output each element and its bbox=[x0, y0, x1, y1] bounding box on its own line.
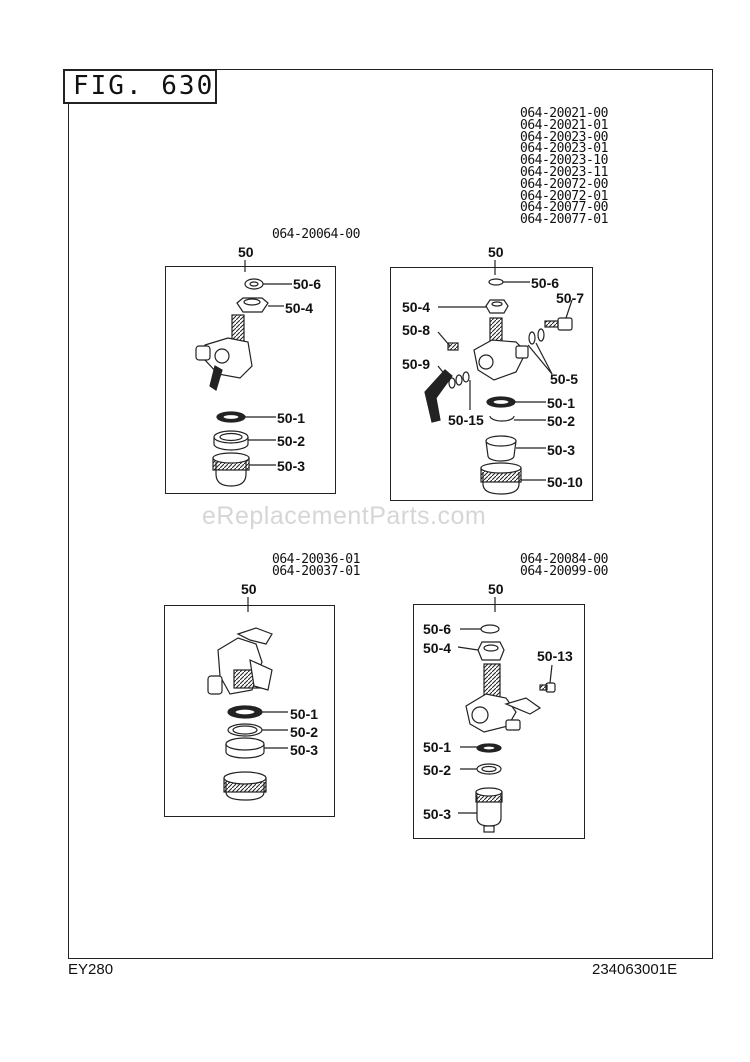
fuel-cock-body bbox=[465, 663, 542, 733]
callout-label: 50-1 bbox=[547, 395, 576, 411]
o-ring-part bbox=[480, 624, 500, 634]
washer-part bbox=[216, 411, 246, 423]
callout-label: 50-7 bbox=[556, 290, 585, 306]
cup-part bbox=[480, 462, 522, 495]
seal-part bbox=[485, 435, 517, 462]
nut-part bbox=[236, 297, 269, 313]
callout-label: 50-1 bbox=[290, 706, 319, 722]
callout-label: 50-2 bbox=[423, 762, 452, 778]
callout-label: 50-6 bbox=[423, 621, 452, 637]
callout-label: 50-4 bbox=[423, 640, 452, 656]
leader-line bbox=[527, 344, 553, 375]
clip-part bbox=[489, 415, 515, 422]
part-number: 064-20023-11 bbox=[520, 164, 608, 180]
seal-part bbox=[227, 723, 263, 737]
callout-label: 50-6 bbox=[531, 275, 560, 291]
washer-pair bbox=[528, 328, 545, 345]
assembly-ref: 50 bbox=[238, 244, 254, 260]
leader-line bbox=[457, 646, 479, 651]
seal-part bbox=[213, 430, 249, 451]
part-number: 064-20077-00 bbox=[520, 200, 608, 216]
callout-label: 50-1 bbox=[277, 410, 306, 426]
watermark: eReplacementParts.com bbox=[202, 502, 487, 530]
callout-label: 50-4 bbox=[285, 300, 314, 316]
callout-label: 50-6 bbox=[293, 276, 322, 292]
washer-part bbox=[476, 743, 502, 753]
callout-label: 50-3 bbox=[547, 442, 576, 458]
drawing-frame bbox=[68, 69, 713, 959]
washer-part bbox=[486, 396, 516, 408]
part-number-list: 064-20084-00 064-20099-00 bbox=[520, 552, 608, 579]
fuel-cock-body bbox=[195, 314, 253, 391]
part-number: 064-20077-01 bbox=[520, 212, 608, 228]
cup-part bbox=[223, 771, 267, 801]
part-number: 064-20084-00 bbox=[520, 552, 608, 567]
nut-part bbox=[485, 299, 509, 314]
seal-part bbox=[476, 763, 502, 775]
callout-label: 50-13 bbox=[537, 648, 573, 664]
part-number: 064-20072-00 bbox=[520, 176, 608, 192]
fuel-cock-body bbox=[473, 317, 529, 381]
fuel-cock-body bbox=[207, 627, 273, 695]
model-number: EY280 bbox=[68, 961, 114, 978]
part-number: 064-20023-10 bbox=[520, 153, 608, 169]
screw-part bbox=[447, 342, 459, 351]
callout-label: 50-4 bbox=[402, 299, 431, 315]
assembly-ref: 50 bbox=[488, 244, 504, 260]
gasket-part bbox=[244, 278, 264, 290]
callout-label: 50-8 bbox=[402, 322, 431, 338]
part-number: 064-20099-00 bbox=[520, 563, 608, 579]
part-number-list: 064-20021-00 064-20021-01 064-20023-00 0… bbox=[520, 106, 608, 228]
callout-label: 50-1 bbox=[423, 739, 452, 755]
cup-part bbox=[212, 452, 250, 487]
ring-part bbox=[225, 737, 265, 759]
part-number: 064-20021-00 bbox=[520, 106, 608, 121]
part-number: 064-20072-01 bbox=[520, 188, 608, 204]
leader-line bbox=[549, 664, 553, 684]
panel-box bbox=[164, 605, 335, 817]
assembly-ref: 50 bbox=[488, 581, 504, 597]
leader-line bbox=[437, 365, 447, 377]
callout-label: 50-2 bbox=[290, 724, 319, 740]
bolt-part bbox=[544, 317, 573, 331]
spring-part bbox=[448, 371, 470, 389]
panel-box bbox=[390, 267, 593, 501]
callout-label: 50-3 bbox=[277, 458, 306, 474]
panel-box bbox=[165, 266, 336, 494]
lever-part bbox=[424, 369, 453, 423]
screw-part bbox=[539, 682, 556, 693]
callout-label: 50-3 bbox=[290, 742, 319, 758]
leader-line bbox=[565, 299, 573, 319]
o-ring-part bbox=[488, 278, 504, 286]
panel-box bbox=[413, 604, 585, 839]
part-number: 064-20023-01 bbox=[520, 141, 608, 157]
part-number: 064-20064-00 bbox=[272, 227, 360, 242]
nut-part bbox=[477, 641, 505, 661]
part-number-list: 064-20036-01 064-20037-01 bbox=[272, 552, 360, 579]
part-number: 064-20023-00 bbox=[520, 129, 608, 145]
callout-label: 50-9 bbox=[402, 356, 431, 372]
callout-label: 50-3 bbox=[423, 806, 452, 822]
washer-part bbox=[227, 705, 263, 719]
callout-label: 50-2 bbox=[277, 433, 306, 449]
leader-line bbox=[535, 342, 553, 375]
callout-label: 50-15 bbox=[448, 412, 484, 428]
part-number: 064-20037-01 bbox=[272, 563, 360, 579]
callout-label: 50-5 bbox=[550, 371, 579, 387]
catalog-number: 234063001E bbox=[592, 961, 678, 978]
assembly-ref: 50 bbox=[241, 581, 257, 597]
figure-title: FIG. 630 bbox=[63, 69, 217, 104]
callout-label: 50-2 bbox=[547, 413, 576, 429]
callout-label: 50-10 bbox=[547, 474, 583, 490]
cup-part bbox=[475, 787, 503, 833]
part-number: 064-20021-01 bbox=[520, 117, 608, 133]
leader-line bbox=[437, 331, 451, 347]
part-number: 064-20036-01 bbox=[272, 552, 360, 567]
